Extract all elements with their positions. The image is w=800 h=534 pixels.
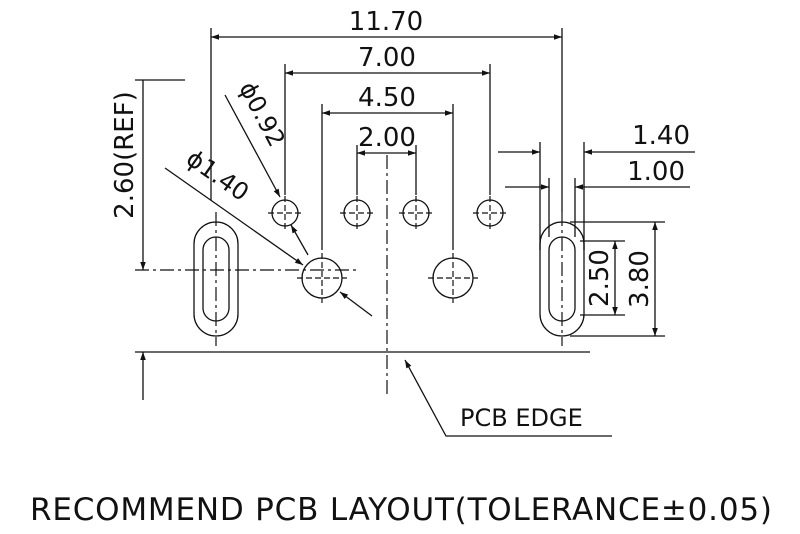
small-hole bbox=[399, 196, 433, 230]
dim-1-00: 1.00 bbox=[627, 157, 685, 187]
large-hole bbox=[297, 253, 347, 303]
dim-1-40: 1.40 bbox=[632, 121, 690, 151]
large-hole bbox=[428, 253, 478, 303]
large-holes bbox=[297, 253, 478, 303]
small-holes bbox=[268, 196, 507, 230]
dim-2-50: 2.50 bbox=[585, 249, 615, 307]
small-hole bbox=[473, 196, 507, 230]
dim-hole-1-40: ϕ1.40 bbox=[181, 144, 254, 207]
dim-2-60-ref: 2.60(REF) bbox=[110, 91, 140, 219]
small-hole bbox=[340, 196, 374, 230]
left-slot-pad bbox=[193, 212, 239, 346]
small-hole bbox=[268, 196, 302, 230]
dim-hole-0-92: ϕ0.92 bbox=[233, 77, 290, 151]
pcb-edge-label: PCB EDGE bbox=[460, 404, 583, 432]
right-slot-pad bbox=[539, 212, 585, 346]
dim-7-00: 7.00 bbox=[358, 43, 416, 73]
dim-2-00: 2.00 bbox=[358, 123, 416, 153]
dim-11-70: 11.70 bbox=[349, 7, 423, 37]
dim-4-50: 4.50 bbox=[358, 83, 416, 113]
dim-3-80: 3.80 bbox=[625, 250, 655, 308]
drawing-title: RECOMMEND PCB LAYOUT(TOLERANCE±0.05) bbox=[30, 492, 772, 528]
